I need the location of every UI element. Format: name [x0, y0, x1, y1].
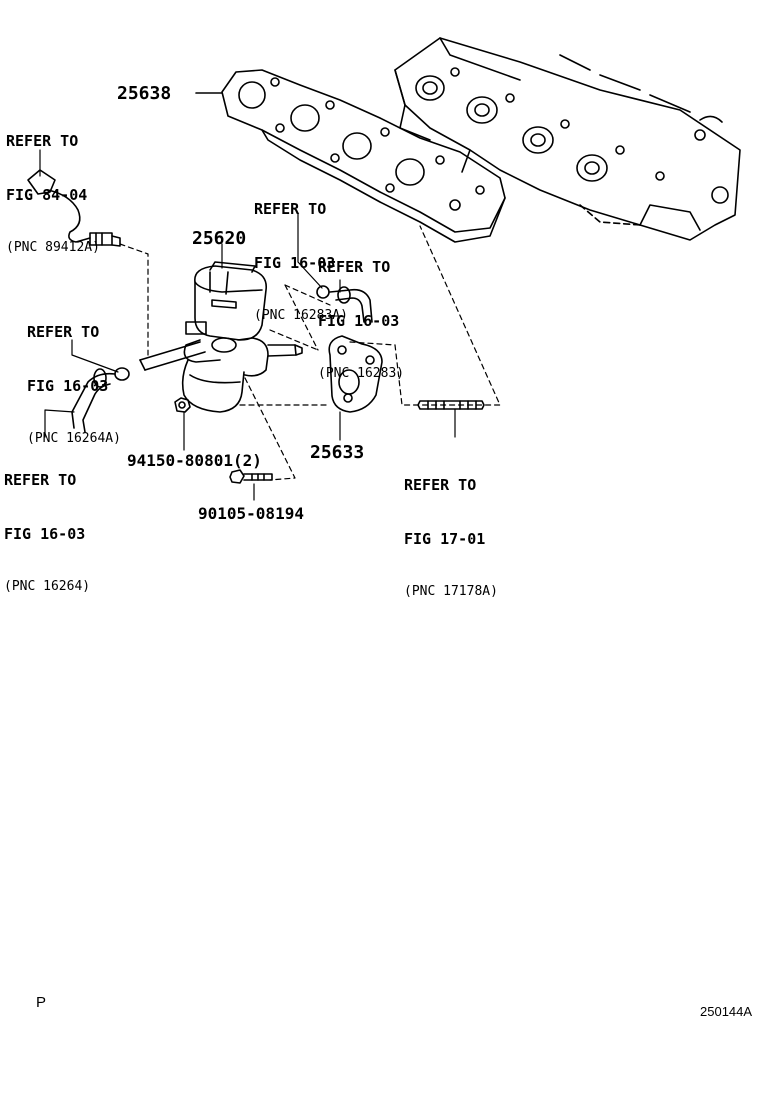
nut-94150-drawing — [174, 397, 191, 413]
ref-line1: REFER TO — [318, 258, 391, 276]
part-number-25620[interactable]: 25620 — [192, 228, 247, 249]
ref-line1: REFER TO — [27, 323, 100, 341]
dashed-leader-lines — [119, 225, 501, 481]
cylinder-head-drawing — [394, 37, 741, 241]
ref-pnc: (PNC 16283A) — [254, 308, 348, 323]
ref-line2: FIG 16-03 — [254, 254, 336, 272]
diagram-code: 250144A — [700, 1004, 753, 1019]
ref-fig-16-03-pnc-16283[interactable]: REFER TO FIG 16-03 (PNC 16283) — [318, 222, 404, 418]
ref-fig-16-03-pnc-16264a[interactable]: REFER TO FIG 16-03 (PNC 16264A) — [27, 287, 121, 483]
ref-fig-16-03-pnc-16264[interactable]: REFER TO FIG 16-03 (PNC 16264) — [4, 435, 90, 631]
ref-pnc: (PNC 16264) — [4, 579, 91, 594]
part-number-94150-80801[interactable]: 94150-80801(2) — [127, 451, 262, 470]
ref-fig-17-01[interactable]: REFER TO FIG 17-01 (PNC 17178A) — [404, 440, 498, 636]
ref-pnc: (PNC 17178A) — [404, 584, 498, 599]
bolt-90105-drawing — [229, 469, 273, 484]
ref-line2: FIG 16-03 — [318, 312, 400, 330]
ref-line1: REFER TO — [254, 200, 327, 218]
ref-line1: REFER TO — [404, 476, 477, 494]
ref-line1: REFER TO — [6, 132, 79, 150]
hose-fitting-upper-drawing — [316, 285, 373, 323]
egr-valve-25620-drawing — [139, 261, 303, 413]
part-number-90105-08194[interactable]: 90105-08194 — [198, 504, 304, 523]
ref-line2: FIG 84-04 — [6, 186, 88, 204]
ref-fig-84-04[interactable]: REFER TO FIG 84-04 (PNC 89412A) — [6, 96, 100, 292]
solid-leader-lines — [39, 149, 456, 501]
ref-pnc: (PNC 89412A) — [6, 240, 100, 255]
ref-fig-16-03-pnc-16283a[interactable]: REFER TO FIG 16-03 (PNC 16283A) — [254, 164, 348, 360]
manifold-gasket-25638-drawing — [195, 69, 506, 243]
ref-line2: FIG 17-01 — [404, 530, 486, 548]
egr-gasket-25633-drawing — [328, 335, 383, 413]
ref-line2: FIG 16-03 — [27, 377, 109, 395]
stud-bolt-drawing — [417, 400, 485, 410]
ref-line1: REFER TO — [4, 471, 77, 489]
ref-pnc: (PNC 16264A) — [27, 431, 121, 446]
part-number-25638[interactable]: 25638 — [117, 83, 172, 104]
ref-pnc: (PNC 16283) — [318, 366, 405, 381]
part-number-25633[interactable]: 25633 — [310, 442, 365, 463]
hose-fitting-lower-drawing — [71, 367, 130, 433]
footer-left-mark: P — [36, 994, 47, 1011]
ref-line2: FIG 16-03 — [4, 525, 86, 543]
oxygen-sensor-drawing — [27, 169, 121, 247]
